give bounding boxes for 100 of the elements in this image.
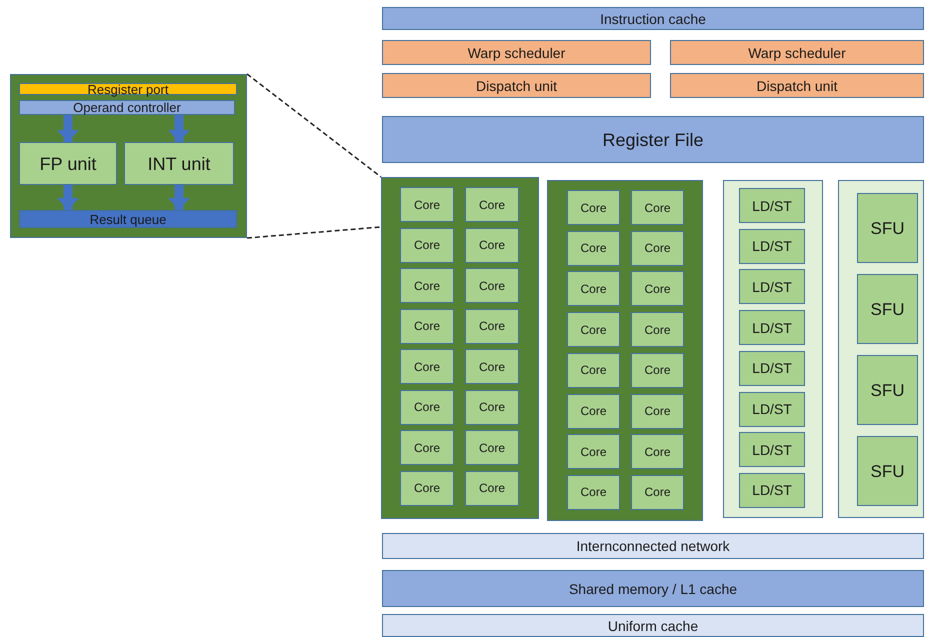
node-label: Operand controller [73, 101, 181, 114]
core-box [465, 228, 519, 262]
unit-box [19, 142, 117, 185]
node-label: Shared memory / L1 cache [568, 582, 738, 596]
core-box [400, 470, 454, 506]
node-label: Register File [602, 130, 704, 148]
arrow [57, 115, 79, 142]
node-label: Warp scheduler [748, 46, 846, 60]
core-box [465, 430, 519, 465]
node-label: Dispatch unit [476, 78, 557, 92]
core-box [631, 352, 684, 388]
cache-bar [382, 7, 924, 30]
port-bar [19, 83, 237, 95]
node-label: LD/ST [752, 198, 792, 212]
node-label: Core [478, 198, 505, 210]
node-label: Core [414, 401, 440, 413]
node-label: Core [478, 482, 505, 494]
node-label: Core [414, 320, 440, 332]
node-label: SFU [870, 382, 904, 398]
ldst-box [739, 269, 805, 304]
core-box [567, 230, 620, 266]
node-label: Core [414, 442, 440, 454]
node-label: LD/ST [752, 442, 792, 457]
ldst-group-panel [723, 180, 823, 518]
node-label: LD/ST [752, 280, 792, 294]
node-label: FP unit [40, 154, 96, 172]
sfu-box [857, 436, 918, 506]
node-label: SFU [870, 462, 904, 480]
node-label: Core [414, 198, 440, 210]
core-box [465, 268, 519, 303]
sfu-box [857, 193, 918, 263]
dispatch-bar [670, 73, 924, 98]
node-label: LD/ST [752, 483, 792, 498]
core-box [631, 271, 684, 306]
ldst-box [739, 392, 805, 426]
node-label: Core [478, 401, 505, 413]
core-box [631, 394, 684, 428]
node-label: Core [644, 446, 670, 458]
dispatch-bar [382, 73, 651, 98]
node-label: Core [414, 280, 440, 292]
network-bar [382, 533, 924, 559]
ldst-box [739, 350, 805, 386]
shared-memory-bar [382, 570, 924, 607]
node-label: Core [478, 239, 505, 251]
node-label: Core [580, 446, 606, 458]
core-box [631, 474, 684, 510]
queue-bar [19, 210, 237, 228]
scheduler-bar [670, 40, 924, 65]
node-label: Core [478, 280, 505, 292]
node-label: Core [580, 242, 606, 254]
node-label: Result queue [90, 212, 166, 226]
core-box [567, 394, 620, 428]
node-label: Core [478, 442, 505, 454]
ldst-box [739, 472, 805, 508]
node-label: Dispatch unit [756, 78, 838, 92]
scheduler-bar [382, 40, 651, 65]
core-box [400, 228, 454, 262]
node-label: Core [580, 202, 606, 214]
core-box [567, 271, 620, 306]
core-box [631, 230, 684, 266]
ldst-box [739, 228, 805, 264]
node-label: SFU [870, 220, 904, 236]
ldst-box [739, 310, 805, 346]
node-label: INT unit [148, 154, 210, 172]
core-box [465, 390, 519, 424]
ldst-box [739, 432, 805, 468]
node-label: LD/ST [752, 361, 792, 376]
core-box [567, 312, 620, 348]
core-box [567, 352, 620, 388]
core-box [631, 312, 684, 348]
core-box [400, 430, 454, 465]
zoom-line [246, 73, 382, 178]
core-box [631, 190, 684, 225]
controller-bar [19, 100, 235, 115]
node-label: LD/ST [752, 239, 792, 254]
node-label: Core [414, 482, 440, 494]
ldst-box [739, 188, 805, 223]
core-box [465, 187, 519, 222]
zoom-line [246, 226, 382, 239]
sfu-box [857, 274, 918, 344]
core-box [567, 434, 620, 470]
node-label: Core [414, 239, 440, 251]
core-box [400, 268, 454, 303]
core-box [631, 434, 684, 470]
node-label: Instruction cache [600, 12, 706, 26]
node-label: Core [644, 364, 670, 376]
node-label: Core [580, 486, 606, 498]
arrow [168, 185, 190, 210]
core-box [465, 349, 519, 384]
node-label: SFU [870, 300, 904, 318]
node-label: Resgister port [88, 82, 168, 96]
node-label: Core [478, 320, 505, 332]
uniform-cache-bar [382, 614, 924, 637]
core-box [400, 349, 454, 384]
register-file-bar [382, 116, 924, 163]
node-label: Core [644, 282, 670, 295]
node-label: Core [478, 360, 505, 372]
node-label: Core [414, 360, 440, 372]
core-box [400, 187, 454, 222]
node-label: Core [580, 282, 606, 295]
